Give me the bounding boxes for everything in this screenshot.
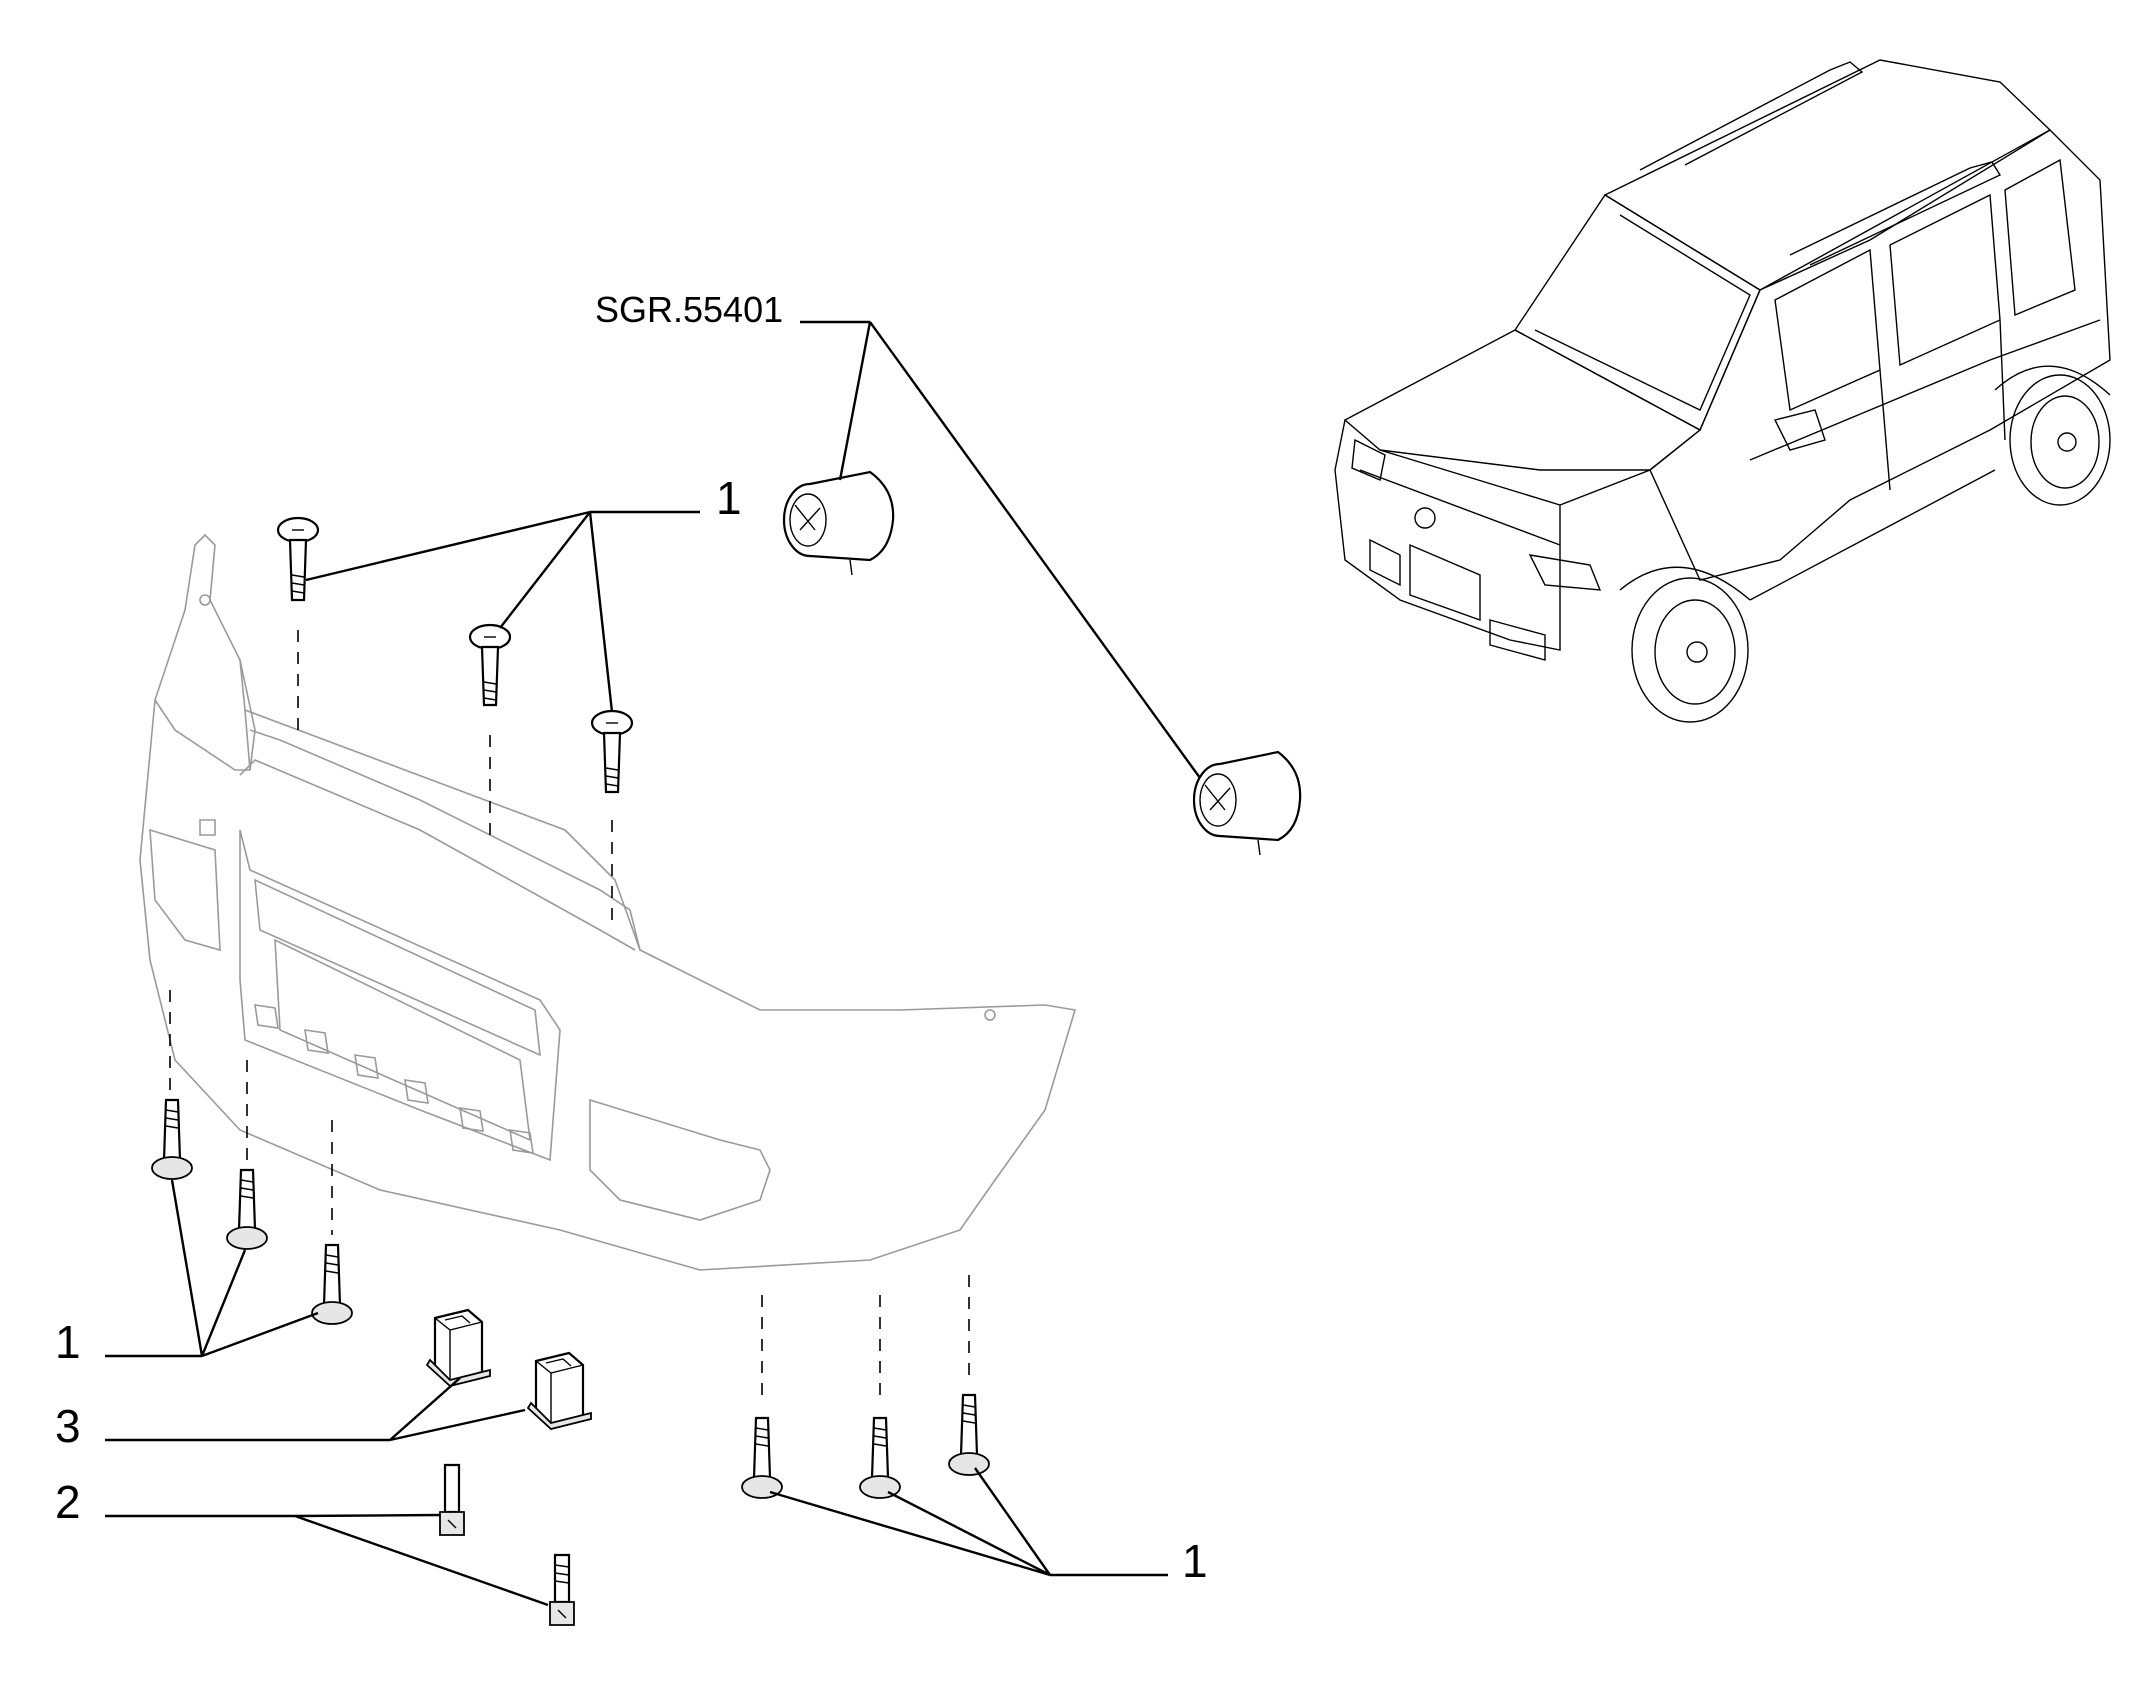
clip-nut-2 (526, 1351, 592, 1430)
screw-1 (439, 1463, 465, 1536)
clip-nut-1 (425, 1308, 491, 1387)
bolt-right-2 (859, 1416, 901, 1499)
leader-reference (800, 320, 1201, 779)
callout-clip-nuts: 3 (55, 1400, 81, 1452)
screw-2 (549, 1553, 575, 1626)
leader-bottom-bolts (769, 1467, 1168, 1577)
leader-screws (105, 1513, 549, 1607)
fog-lamp-upper (782, 470, 895, 576)
bolt-left-1 (151, 1098, 193, 1180)
bolt-right-1 (741, 1416, 783, 1499)
bolt-top-3 (590, 709, 634, 794)
callout-top-bolts: 1 (716, 472, 742, 524)
bolt-left-3 (311, 1243, 353, 1325)
bolt-left-2 (226, 1168, 268, 1250)
callout-left-bolts: 1 (55, 1316, 81, 1368)
bolt-top-1 (276, 516, 320, 602)
bumper-diagram (139, 533, 1077, 1271)
bolt-top-2 (468, 623, 512, 707)
leader-clip-nuts (105, 1377, 526, 1442)
callout-bottom-bolts: 1 (1182, 1535, 1208, 1587)
reference-code-label: SGR.55401 (595, 289, 783, 330)
leader-left-bolts (105, 1179, 319, 1358)
fog-lamp-lower (1192, 750, 1302, 856)
bolt-right-3 (948, 1393, 990, 1476)
leader-top-bolts (305, 510, 700, 713)
car-illustration (1334, 59, 2111, 723)
callout-screws: 2 (55, 1476, 81, 1528)
